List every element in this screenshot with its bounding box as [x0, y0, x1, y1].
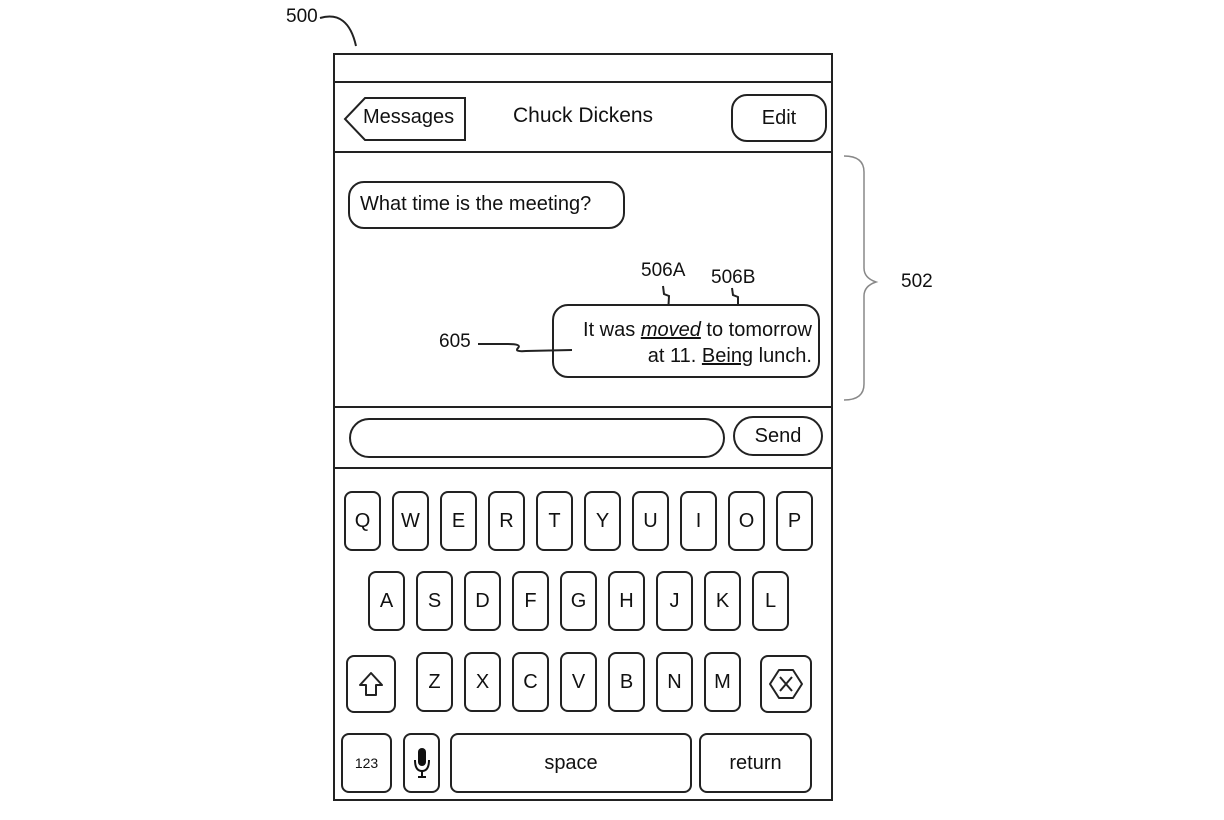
bracket-502 [843, 155, 879, 401]
header-divider [333, 151, 833, 153]
key-p[interactable]: P [776, 491, 813, 551]
ref-506a: 506A [641, 260, 686, 281]
delete-icon [769, 669, 803, 699]
key-k[interactable]: K [704, 571, 741, 631]
space-key[interactable]: space [450, 733, 692, 793]
shift-icon [359, 672, 383, 696]
ref-506b: 506B [711, 267, 756, 288]
key-f[interactable]: F [512, 571, 549, 631]
key-z[interactable]: Z [416, 652, 453, 712]
key-h[interactable]: H [608, 571, 645, 631]
key-t[interactable]: T [536, 491, 573, 551]
key-w[interactable]: W [392, 491, 429, 551]
outgoing-line-2: at 11. Being lunch. [554, 343, 812, 369]
conversation-title: Chuck Dickens [513, 104, 654, 127]
microphone-key[interactable] [403, 733, 440, 793]
key-d[interactable]: D [464, 571, 501, 631]
key-m[interactable]: M [704, 652, 741, 712]
outgoing-text-4: lunch. [753, 345, 812, 367]
leader-500 [319, 15, 357, 47]
outgoing-message-bubble: It was moved to tomorrow at 11. Being lu… [552, 304, 820, 378]
ref-500: 500 [286, 6, 318, 27]
key-n[interactable]: N [656, 652, 693, 712]
flagged-word-being[interactable]: Being [701, 345, 754, 367]
back-button-label: Messages [363, 106, 455, 128]
delete-key[interactable] [760, 655, 812, 713]
key-g[interactable]: G [560, 571, 597, 631]
key-q[interactable]: Q [344, 491, 381, 551]
status-bar-divider [333, 81, 833, 83]
key-o[interactable]: O [728, 491, 765, 551]
key-y[interactable]: Y [584, 491, 621, 551]
ref-502: 502 [901, 271, 933, 292]
key-s[interactable]: S [416, 571, 453, 631]
key-r[interactable]: R [488, 491, 525, 551]
microphone-icon [413, 748, 430, 778]
key-v[interactable]: V [560, 652, 597, 712]
message-area-divider [333, 406, 833, 408]
key-i[interactable]: I [680, 491, 717, 551]
flagged-word-moved[interactable]: moved [640, 319, 701, 341]
leader-605 [478, 343, 573, 353]
outgoing-text-2: to tomorrow [700, 319, 812, 341]
edit-button[interactable]: Edit [731, 94, 827, 142]
back-button-shape [343, 97, 466, 141]
keyboard-divider [333, 467, 833, 469]
key-e[interactable]: E [440, 491, 477, 551]
outgoing-text-1: It was [583, 319, 641, 341]
key-l[interactable]: L [752, 571, 789, 631]
outgoing-line-1: It was moved to tomorrow [554, 317, 812, 343]
device-frame [333, 53, 833, 801]
outgoing-text-3: at 11. [647, 345, 702, 367]
incoming-message-text: What time is the meeting? [360, 193, 592, 215]
key-a[interactable]: A [368, 571, 405, 631]
return-key[interactable]: return [699, 733, 812, 793]
send-button[interactable]: Send [733, 416, 823, 456]
ref-605: 605 [439, 331, 471, 352]
shift-key[interactable] [346, 655, 396, 713]
key-x[interactable]: X [464, 652, 501, 712]
key-b[interactable]: B [608, 652, 645, 712]
numbers-key[interactable]: 123 [341, 733, 392, 793]
incoming-message-bubble: What time is the meeting? [348, 181, 625, 229]
message-input[interactable] [349, 418, 725, 458]
back-button[interactable]: Messages [343, 96, 467, 142]
key-j[interactable]: J [656, 571, 693, 631]
key-c[interactable]: C [512, 652, 549, 712]
key-u[interactable]: U [632, 491, 669, 551]
